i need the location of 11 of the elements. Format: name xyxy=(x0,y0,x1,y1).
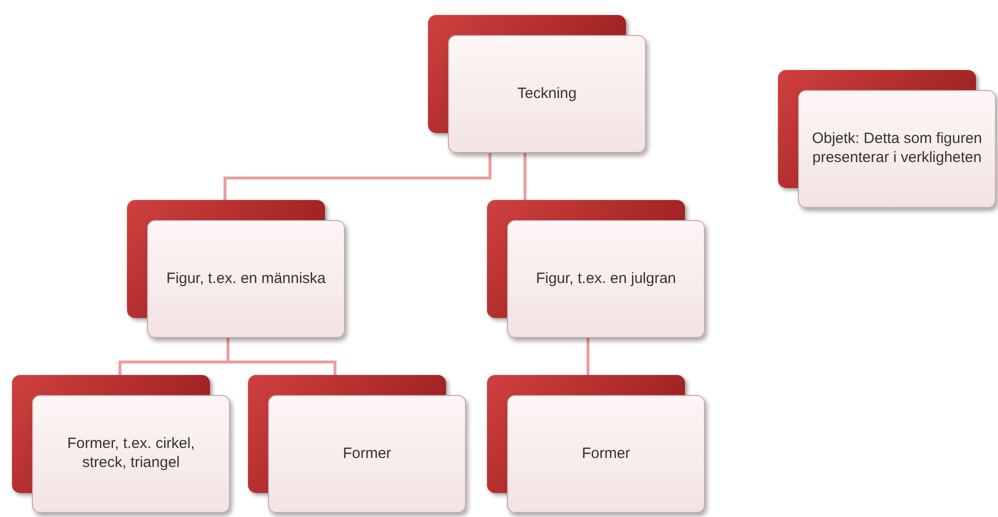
connector-line xyxy=(524,153,526,200)
node-label: Former xyxy=(582,444,630,464)
node-label: Former, t.ex. cirkel, streck, triangel xyxy=(66,435,196,473)
node-label: Teckning xyxy=(517,84,577,104)
node-label: Figur, t.ex. en människa xyxy=(166,270,326,288)
node-label: Objetk: Detta som figuren presenterar i verkligheten xyxy=(811,130,983,168)
connector-line xyxy=(586,338,590,375)
connector-line xyxy=(224,153,492,200)
connector-line xyxy=(226,338,336,375)
node-label: Former xyxy=(342,444,392,464)
node-label: Figur, t.ex. en julgran xyxy=(536,270,676,288)
